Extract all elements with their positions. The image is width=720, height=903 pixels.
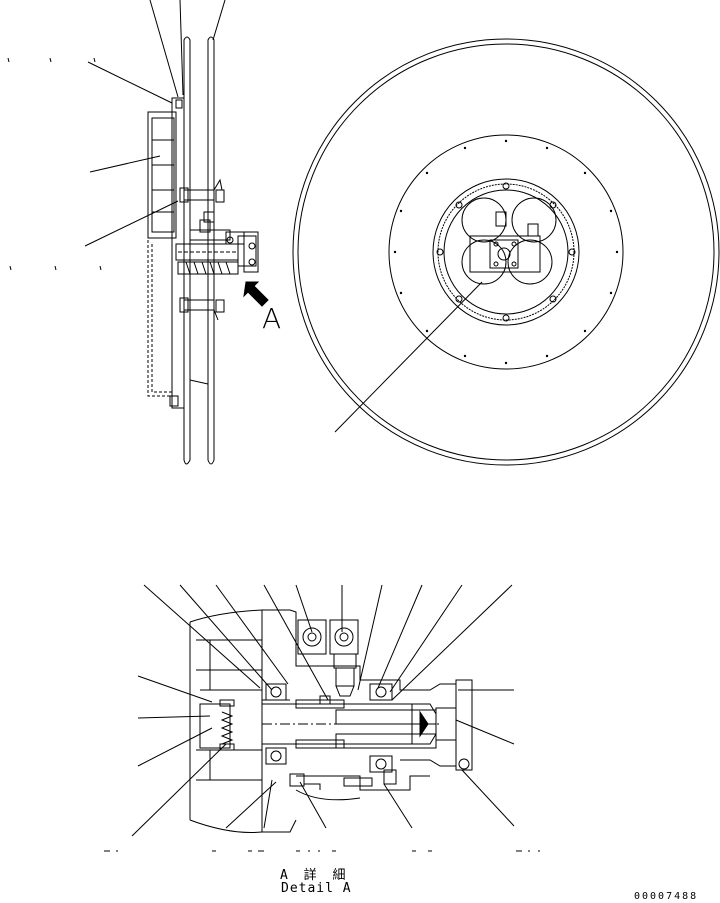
view-label: A xyxy=(262,302,282,335)
front-view xyxy=(293,39,719,465)
drawing-code: 00007488 xyxy=(634,891,699,902)
detail-caption-en: Detail A xyxy=(281,881,352,896)
side-view xyxy=(8,0,268,464)
detail-caption-jp: A 詳 細 xyxy=(280,868,350,883)
detail-a-section xyxy=(104,585,540,851)
